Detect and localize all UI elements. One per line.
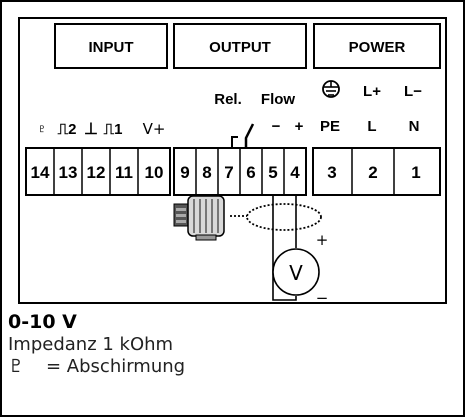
terminal-2: 2 [368, 163, 377, 182]
flow-minus-label: − [272, 118, 281, 135]
shield-legend: ♇ = Abschirmung [8, 356, 448, 378]
signal-1-symbol: ⎍1 [104, 121, 123, 138]
relay-label: Rel. [214, 91, 242, 108]
shield-legend-text: = Abschirmung [46, 356, 186, 377]
signal-title: 0-10 V [8, 311, 77, 333]
lplus-label: L+ [363, 83, 381, 100]
ground-symbol: ⊥ [84, 121, 98, 138]
signal-2-symbol: ⎍2 [58, 121, 77, 138]
terminal-7: 7 [224, 163, 233, 182]
terminal-4: 4 [290, 163, 300, 182]
terminal-1: 1 [411, 163, 420, 182]
flow-label: Flow [261, 91, 295, 108]
terminal-13: 13 [59, 163, 78, 182]
input-header-box [54, 23, 168, 69]
voltmeter-symbol: V [289, 261, 303, 285]
terminal-6: 6 [246, 163, 255, 182]
terminal-9: 9 [180, 163, 189, 182]
terminal-14: 14 [31, 163, 50, 182]
shield-legend-symbol: ♇ [8, 356, 25, 377]
terminal-8: 8 [202, 163, 211, 182]
power-header: POWER [349, 39, 406, 56]
inner-frame [18, 17, 447, 304]
terminal-10: 10 [145, 163, 164, 182]
shield-symbol: ♇ [36, 119, 49, 138]
meter-plus: + [316, 231, 329, 249]
wire-minus [272, 195, 297, 301]
terminal-5: 5 [268, 163, 277, 182]
power-header-box [313, 23, 441, 69]
relay-contact-switch [244, 123, 255, 148]
lminus-label: L− [404, 83, 422, 100]
meter-minus: − [316, 289, 329, 307]
flow-plus-label: + [295, 118, 304, 135]
n-label: N [409, 118, 420, 135]
voltmeter-icon [272, 248, 320, 296]
output-header-box [173, 23, 307, 69]
cable-gland-icon [173, 195, 225, 241]
cable-shield-ellipse [246, 203, 322, 231]
output-terminal-block: 9 8 7 6 5 4 [173, 147, 307, 196]
terminal-12: 12 [87, 163, 106, 182]
vplus-label: V+ [143, 120, 166, 138]
output-header: OUTPUT [209, 39, 271, 56]
terminal-11: 11 [115, 163, 133, 182]
caption: 0-10 V Impedanz 1 kOhm ♇ = Abschirmung [8, 310, 448, 378]
relay-contact-left [231, 136, 238, 148]
input-header: INPUT [89, 39, 134, 56]
impedance-text: Impedanz 1 kOhm [8, 334, 174, 355]
pe-label: PE [320, 118, 340, 135]
input-terminal-block: 14 13 12 11 10 [25, 147, 171, 196]
terminal-3: 3 [327, 163, 336, 182]
l-label: L [367, 118, 376, 135]
power-terminal-block: 3 2 1 [312, 147, 441, 196]
